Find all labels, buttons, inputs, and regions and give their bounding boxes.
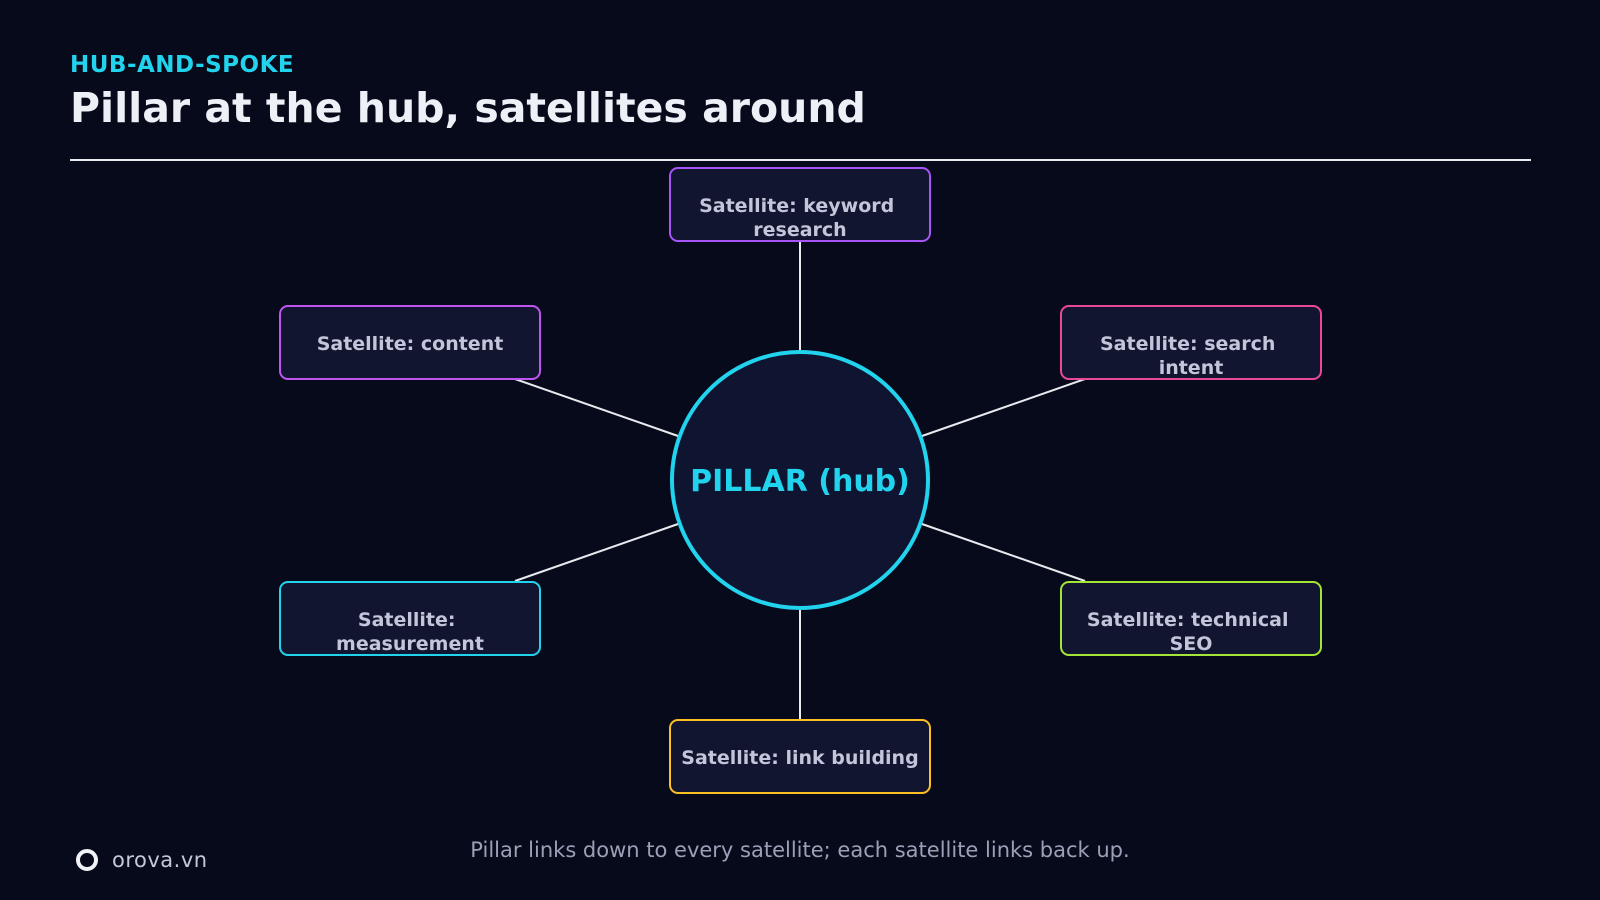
satellite-label: Satellite: search intent — [1100, 333, 1282, 379]
satellite-label-line: Satellite: technical — [1087, 609, 1289, 631]
satellite-label: Satellite: measurement — [336, 609, 484, 655]
satellite-box — [669, 167, 931, 242]
satellite-label-line: measurement — [336, 633, 484, 655]
satellite-label-line: Satellite: keyword — [699, 195, 894, 217]
satellite-label-line: intent — [1159, 357, 1224, 379]
satellite-box — [1060, 305, 1322, 380]
header-divider — [70, 159, 1531, 161]
satellite-box — [279, 305, 541, 380]
satellite-label-line: Satellite: link building — [681, 747, 918, 769]
satellite-label: Satellite: technical SEO — [1087, 609, 1295, 655]
pillar-hub-circle — [670, 350, 930, 610]
satellite-label: Satellite: link building — [681, 747, 918, 769]
satellite-box — [669, 719, 931, 794]
connector-lines — [514, 242, 1086, 720]
satellite-label-line: Satellite: content — [317, 333, 504, 355]
satellite-label-line: SEO — [1170, 633, 1213, 655]
brand-logo-icon — [76, 849, 98, 871]
satellite-box — [279, 581, 541, 656]
satellite-link-building: Satellite: link building — [669, 719, 931, 794]
satellite-label-line: Satellite: search — [1100, 333, 1275, 355]
satellite-technical-seo: Satellite: technical SEO — [1060, 581, 1322, 656]
satellite-label-line: Satellite: — [358, 609, 456, 631]
brand: orova.vn — [76, 848, 208, 872]
satellite-box — [1060, 581, 1322, 656]
satellite-label-line: research — [753, 219, 846, 241]
brand-name: orova.vn — [112, 848, 208, 872]
satellite-label: Satellite: keyword research — [699, 195, 901, 241]
connector-content — [514, 378, 679, 437]
connector-search-intent — [921, 378, 1086, 437]
footer-caption: Pillar links down to every satellite; ea… — [470, 838, 1130, 862]
satellite-measurement: Satellite: measurement — [279, 581, 541, 656]
connector-technical-seo — [921, 523, 1086, 582]
page-title: Pillar at the hub, satellites around — [70, 84, 866, 132]
pillar-hub: PILLAR (hub) — [670, 350, 930, 610]
satellite-keyword-research: Satellite: keyword research — [669, 167, 931, 242]
satellite-content: Satellite: content — [279, 305, 541, 380]
pillar-hub-label: PILLAR (hub) — [690, 464, 910, 499]
satellite-label: Satellite: content — [317, 333, 504, 355]
satellite-search-intent: Satellite: search intent — [1060, 305, 1322, 380]
eyebrow-label: HUB-AND-SPOKE — [70, 52, 295, 78]
connector-measurement — [514, 523, 679, 582]
